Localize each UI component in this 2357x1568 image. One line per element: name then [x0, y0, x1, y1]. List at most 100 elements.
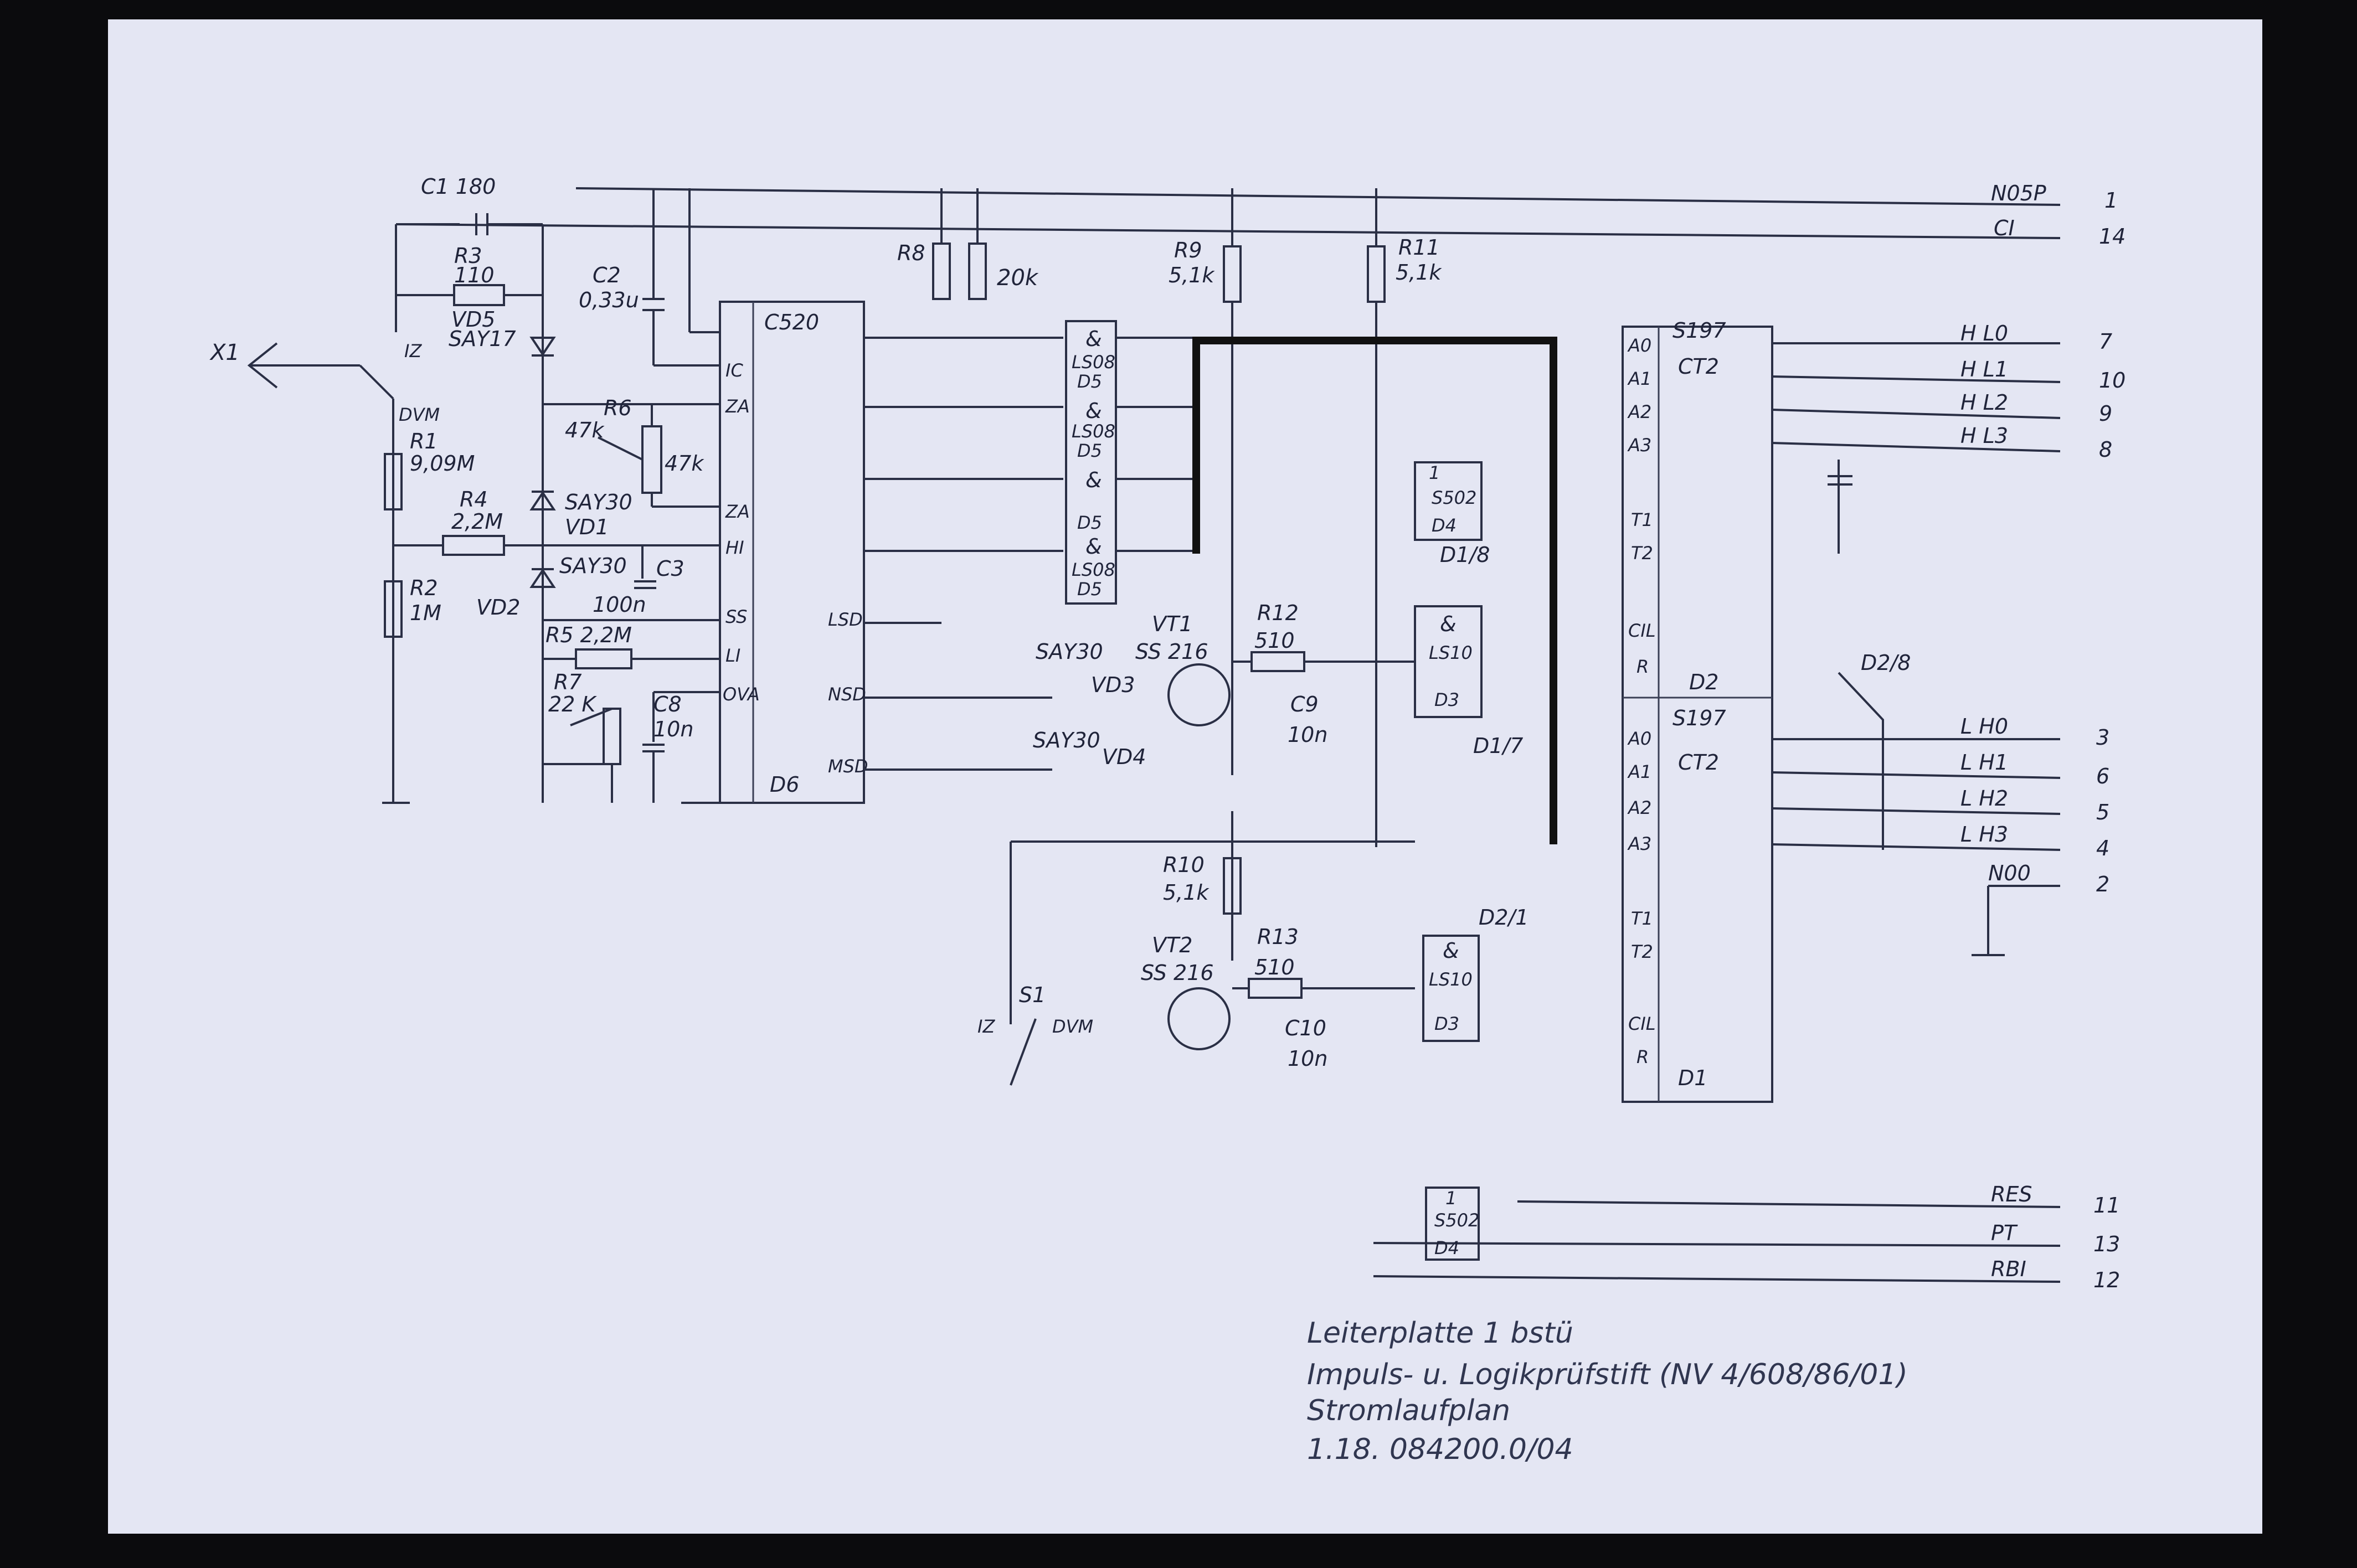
s197-bottom: S197: [1672, 706, 1726, 730]
conn-pin-0: 1: [2104, 188, 2118, 213]
d3-top-label: D3: [1434, 689, 1459, 710]
c10-label: C10: [1285, 1016, 1326, 1040]
c2-value: 0,33u: [579, 288, 639, 312]
conn-label-5: H L3: [1960, 424, 2008, 448]
pin-lsd: LSD: [828, 609, 863, 630]
d2-1-label: D2/1: [1479, 905, 1529, 930]
vd1-label: VD1: [565, 515, 609, 539]
vd3-type: SAY30: [1036, 639, 1103, 664]
pin-ic: IC: [725, 360, 743, 381]
pin-hi: HI: [725, 537, 744, 558]
title-line-3: Stromlaufplan: [1307, 1394, 1510, 1427]
d1-label: D1: [1678, 1066, 1707, 1090]
r-bottom: R: [1636, 1046, 1649, 1067]
vd1-type: SAY30: [565, 490, 632, 514]
a0-top: A0: [1627, 335, 1651, 356]
r6-label: R6: [604, 396, 632, 420]
d2-label: D2: [1689, 670, 1718, 694]
d4-bot-one: 1: [1445, 1188, 1457, 1209]
conn-pin-11: 11: [2093, 1193, 2120, 1218]
conn-pin-7: 6: [2096, 764, 2109, 788]
conn-label-12: PT: [1991, 1221, 2018, 1245]
c520-label: C520: [764, 310, 819, 334]
dvm-label-bottom: DVM: [1052, 1016, 1093, 1037]
r11-value: 5,1k: [1396, 260, 1442, 285]
r7-value: 22 K: [548, 692, 597, 716]
d2-8-label: D2/8: [1861, 651, 1911, 675]
title-line-4: 1.18. 084200.0/04: [1307, 1433, 1573, 1466]
r6-value-b: 47k: [665, 451, 704, 476]
r1-value: 9,09M: [410, 451, 475, 476]
conn-label-3: H L1: [1960, 357, 2008, 381]
a1-top: A1: [1627, 368, 1651, 389]
r2-label: R2: [410, 576, 438, 600]
d3-top-amp: &: [1440, 612, 1457, 636]
d5-amp-3: &: [1085, 468, 1102, 492]
s1-label: S1: [1019, 983, 1046, 1007]
r8-value: 20k: [997, 265, 1039, 291]
r9-value: 5,1k: [1169, 263, 1215, 287]
conn-pin-10: 2: [2096, 872, 2109, 896]
conn-label-7: L H1: [1960, 750, 2008, 775]
r3-value: 110: [454, 263, 495, 287]
pin-za-1: ZA: [725, 396, 750, 417]
c3-label: C3: [656, 556, 685, 581]
r9-label: R9: [1174, 238, 1202, 262]
c3-value: 100n: [593, 592, 646, 617]
r-top: R: [1636, 656, 1649, 677]
conn-label-13: RBI: [1991, 1257, 2026, 1281]
a2-top: A2: [1627, 401, 1651, 422]
t1-bottom: T1: [1631, 908, 1653, 929]
connector-labels: N05P 1 CI 14 H L0 7 H L1 10 H L2 9 H L3 …: [1960, 181, 2126, 1292]
r5-label: R5 2,2M: [545, 623, 632, 647]
d3-bot-type: LS10: [1429, 969, 1473, 990]
conn-label-8: L H2: [1960, 786, 2008, 811]
t2-bottom: T2: [1631, 941, 1653, 962]
d5-type-4: LS08: [1072, 559, 1115, 580]
d4-bot-type: S502: [1434, 1210, 1479, 1231]
t1-top: T1: [1631, 509, 1653, 530]
c8-value: 10n: [653, 717, 693, 741]
cil-top: CIL: [1628, 620, 1656, 641]
conn-label-4: H L2: [1960, 390, 2008, 415]
iz-label-bottom: IZ: [977, 1016, 995, 1037]
conn-pin-4: 9: [2099, 401, 2112, 426]
a3-bottom: A3: [1627, 833, 1651, 854]
pin-ova: OVA: [723, 684, 760, 705]
r3-label: R3: [454, 244, 482, 268]
d5-label-4: D5: [1077, 579, 1102, 600]
pin-li: LI: [725, 645, 740, 666]
d5-label-3: D5: [1077, 512, 1102, 533]
vd2-label: VD2: [476, 595, 520, 620]
vt1-type: SS 216: [1135, 639, 1208, 664]
title-line-2: Impuls- u. Logikprüfstift (NV 4/608/86/0…: [1307, 1358, 1908, 1391]
r4-value: 2,2M: [451, 509, 503, 534]
vd3-label: VD3: [1091, 673, 1135, 697]
a2-bottom: A2: [1627, 797, 1651, 818]
r13-value: 510: [1254, 955, 1295, 979]
vd5-label: VD5: [451, 307, 495, 332]
conn-pin-8: 5: [2096, 800, 2109, 824]
conn-pin-12: 13: [2093, 1232, 2120, 1256]
vd4-type: SAY30: [1033, 728, 1100, 752]
r4-label: R4: [460, 487, 488, 512]
c8-label: C8: [653, 692, 682, 716]
iz-label-top: IZ: [404, 341, 422, 362]
conn-pin-1: 14: [2099, 224, 2126, 249]
conn-pin-6: 3: [2096, 725, 2109, 750]
conn-label-0: N05P: [1991, 181, 2046, 205]
r2-value: 1M: [410, 601, 441, 625]
conn-label-2: H L0: [1960, 321, 2008, 345]
d4-top-label: D4: [1432, 515, 1457, 536]
r13-label: R13: [1257, 925, 1299, 949]
c9-label: C9: [1290, 692, 1319, 716]
d5-label-2: D5: [1077, 440, 1102, 461]
conn-pin-9: 4: [2096, 836, 2109, 860]
pin-msd: MSD: [828, 756, 868, 777]
conn-pin-3: 10: [2099, 368, 2126, 393]
pin-ss: SS: [725, 606, 747, 627]
conn-label-9: L H3: [1960, 822, 2008, 847]
ct2-bottom: CT2: [1678, 750, 1719, 775]
cil-bottom: CIL: [1628, 1013, 1656, 1034]
